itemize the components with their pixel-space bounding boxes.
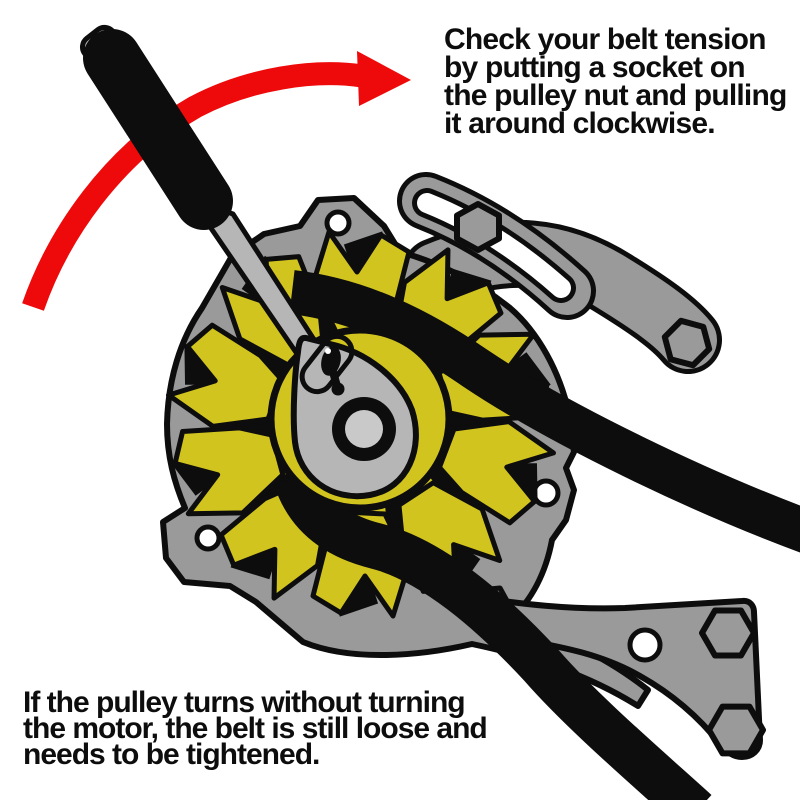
caption-line: needs to be tightened. [23,738,320,771]
caption-line: Check your belt tension [444,23,766,56]
bracket-bolt-icon [454,201,502,253]
adjustment-bracket-top [397,172,722,374]
arrow-head [357,51,411,106]
bracket-bolt-icon [699,607,757,659]
drive-belt [274,270,800,800]
clockwise-arrow-icon [22,51,411,311]
ratchet-wrench [188,196,419,500]
body-bolt-hole [324,209,352,237]
selector-knob [331,382,345,396]
instruction-loose-belt: If the pulley turns without turning the … [23,686,488,771]
selector-highlight [325,348,331,354]
socket-center [345,410,383,448]
instruction-check-tension: Check your belt tension by putting a soc… [444,23,787,140]
bracket-end-bolt-icon [661,317,713,369]
selector-plate [299,333,355,395]
bracket-bolt-icon [706,703,766,757]
handle-grip [83,29,233,230]
wrench-handle [79,24,233,230]
belt-lower-strand [274,469,712,800]
caption-line: by putting a socket on [444,51,746,84]
body-bolt-hole [531,478,561,508]
arrow-arc [22,62,364,311]
caption-line: If the pulley turns without turning [23,686,466,719]
caption-line: the motor, the belt is still loose and [23,712,488,745]
belt-upper-strand [289,270,800,553]
body-bolt-hole [194,524,222,552]
bracket-hole [627,627,663,663]
caption-line: the pulley nut and pulling [444,79,787,112]
caption-line: it around clockwise. [444,107,716,140]
selector-lever-icon [321,346,341,376]
